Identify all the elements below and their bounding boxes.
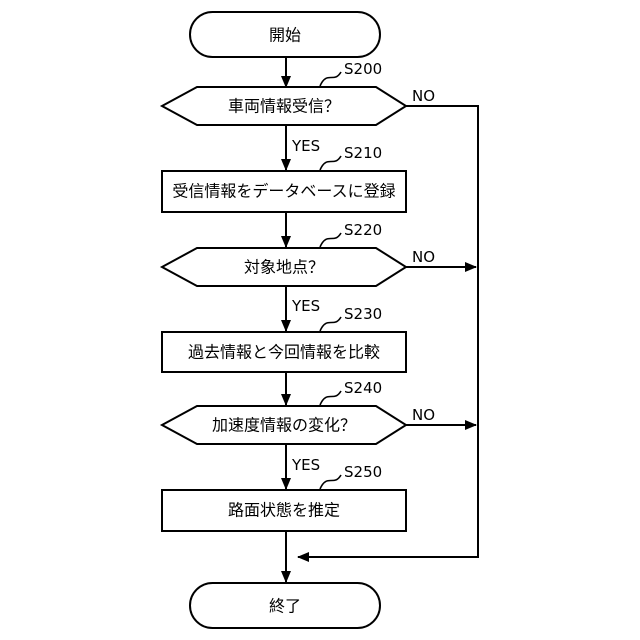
branch-yes-s220: YES xyxy=(291,297,320,315)
step-id-leader xyxy=(320,475,341,489)
start-label: 開始 xyxy=(269,26,301,45)
step-id-s220: S220 xyxy=(344,221,382,239)
step-id-s200: S200 xyxy=(344,60,382,78)
decision-s220-label: 対象地点？ xyxy=(244,258,324,277)
step-id-leader xyxy=(320,233,341,247)
process-s250: 路面状態を推定 xyxy=(162,490,406,531)
process-s210-label: 受信情報をデータベースに登録 xyxy=(172,182,395,201)
branch-no-s220: NO xyxy=(412,248,435,266)
process-s250-label: 路面状態を推定 xyxy=(228,501,340,520)
process-s230-label: 過去情報と今回情報を比較 xyxy=(188,343,380,362)
end-terminal: 終了 xyxy=(190,583,380,628)
step-id-leader xyxy=(320,156,341,170)
step-id-s240: S240 xyxy=(344,379,382,397)
step-id-leader xyxy=(320,72,341,86)
branch-yes-s240: YES xyxy=(291,456,320,474)
process-s210: 受信情報をデータベースに登録 xyxy=(162,171,406,212)
branch-no-s240: NO xyxy=(412,406,435,424)
end-label: 終了 xyxy=(269,597,301,616)
step-id-leader xyxy=(320,391,341,405)
decision-s240-label: 加速度情報の変化？ xyxy=(212,416,356,435)
decision-s200: 車両情報受信？ xyxy=(162,87,406,125)
decision-s200-label: 車両情報受信？ xyxy=(228,97,340,116)
decision-s240: 加速度情報の変化？ xyxy=(162,406,406,444)
branch-yes-s200: YES xyxy=(291,137,320,155)
step-id-s210: S210 xyxy=(344,144,382,162)
start-terminal: 開始 xyxy=(190,12,380,57)
branch-no-s200: NO xyxy=(412,87,435,105)
step-id-leader xyxy=(320,317,341,331)
decision-s220: 対象地点？ xyxy=(162,248,406,286)
step-id-s250: S250 xyxy=(344,463,382,481)
process-s230: 過去情報と今回情報を比較 xyxy=(162,332,406,372)
step-id-s230: S230 xyxy=(344,305,382,323)
